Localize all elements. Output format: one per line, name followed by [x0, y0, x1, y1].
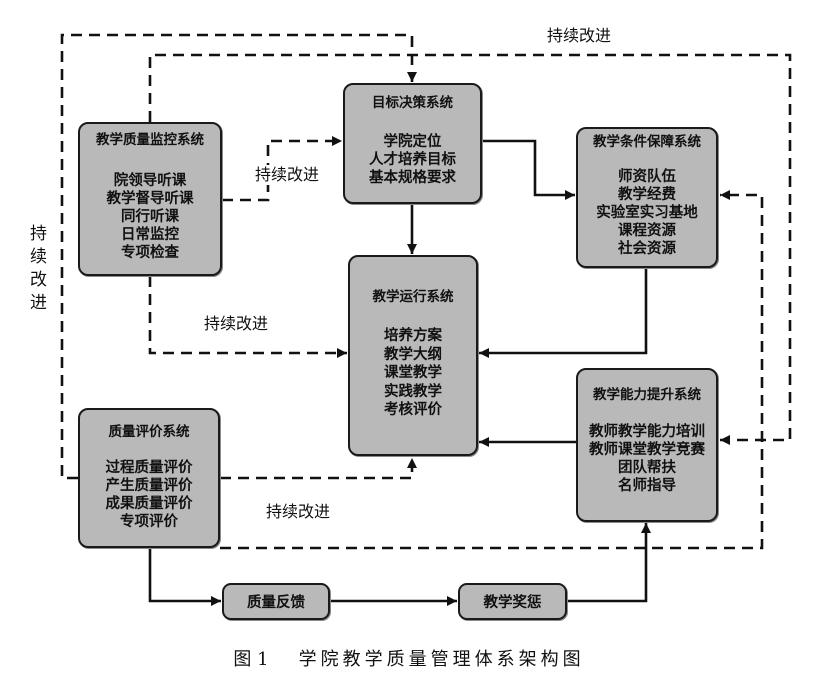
continuous-improvement-label-top: 持续改进 — [546, 26, 612, 45]
quality-evaluation-items: 过程质量评价 产生质量评价 成果质量评价 专项评价 — [80, 459, 218, 531]
evaluation-item: 专项评价 — [120, 514, 178, 530]
operation-item: 实践教学 — [384, 383, 442, 400]
arrow-reward-to-ability — [567, 523, 651, 603]
dashed-arrow-evaluation-to-condition — [220, 190, 764, 550]
quality-feedback-box: 质量反馈 — [222, 583, 330, 620]
quality-monitoring-system-title: 教学质量监控系统 — [96, 132, 204, 148]
quality-monitoring-system-box: 教学质量监控系统 院领导听课 教学督导听课 同行听课 日常监控 专项检查 — [78, 122, 222, 276]
ability-item: 团队帮扶 — [618, 460, 676, 476]
condition-item: 课程资源 — [618, 223, 676, 239]
figure-title: 学院教学质量管理体系架构图 — [298, 649, 585, 670]
goal-item: 学院定位 — [383, 134, 442, 150]
teaching-reward-box: 教学奖惩 — [458, 583, 567, 620]
operation-item: 教学大纲 — [384, 346, 442, 363]
condition-item: 社会资源 — [618, 241, 676, 257]
arrow-condition-to-operation — [479, 268, 648, 358]
dashed-arrow-monitor-to-ability-loop — [148, 53, 792, 445]
monitor-item: 同行听课 — [121, 209, 179, 225]
monitor-item: 专项检查 — [121, 245, 179, 261]
goal-item: 人才培养目标 — [369, 152, 456, 168]
dashed-arrow-evaluation-to-goal-outer-loop — [60, 33, 417, 480]
teaching-ability-items: 教师教学能力培训 教师课堂教学竞赛 团队帮扶 名师指导 — [578, 423, 716, 495]
arrow-goal-to-condition — [482, 139, 575, 200]
dashed-arrow-evaluation-to-operation — [220, 458, 417, 480]
teaching-operation-system-title: 教学运行系统 — [372, 289, 454, 305]
evaluation-item: 产生质量评价 — [105, 478, 193, 494]
quality-evaluation-system-box: 质量评价系统 过程质量评价 产生质量评价 成果质量评价 专项评价 — [78, 408, 220, 548]
ability-item: 教师教学能力培训 — [589, 424, 705, 440]
goal-decision-items: 学院定位 人才培养目标 基本规格要求 — [345, 133, 480, 187]
teaching-operation-items: 培养方案 教学大纲 课堂教学 实践教学 考核评价 — [350, 327, 476, 420]
continuous-improvement-label-monitor-operation: 持续改进 — [203, 314, 269, 333]
teaching-operation-system-box: 教学运行系统 培养方案 教学大纲 课堂教学 实践教学 考核评价 — [348, 255, 478, 456]
condition-item: 师资队伍 — [618, 169, 676, 185]
figure-number: 图 1 — [233, 649, 269, 670]
condition-item: 教学经费 — [618, 187, 676, 203]
continuous-improvement-label-monitor-goal: 持续改进 — [252, 165, 322, 185]
operation-item: 培养方案 — [384, 328, 442, 344]
goal-decision-system-title: 目标决策系统 — [372, 95, 453, 111]
figure-caption: 图 1 学院教学质量管理体系架构图 — [0, 648, 818, 672]
dashed-arrow-monitor-to-operation — [148, 276, 347, 358]
evaluation-item: 成果质量评价 — [105, 496, 193, 512]
teaching-condition-system-title: 教学条件保障系统 — [593, 134, 701, 150]
condition-item: 实验室实习基地 — [596, 205, 698, 221]
continuous-improvement-label-evaluation-operation: 持续改进 — [265, 502, 331, 521]
goal-decision-system-box: 目标决策系统 学院定位 人才培养目标 基本规格要求 — [343, 83, 482, 204]
monitor-item: 日常监控 — [121, 227, 179, 243]
teaching-ability-system-title: 教学能力提升系统 — [593, 387, 701, 403]
monitor-item: 院领导听课 — [113, 173, 187, 189]
ability-item: 教师课堂教学竞赛 — [589, 442, 705, 458]
quality-evaluation-system-title: 质量评价系统 — [108, 424, 190, 440]
teaching-condition-system-box: 教学条件保障系统 师资队伍 教学经费 实验室实习基地 课程资源 社会资源 — [576, 127, 718, 268]
ability-item: 名师指导 — [618, 478, 676, 494]
evaluation-item: 过程质量评价 — [105, 460, 193, 476]
teaching-condition-items: 师资队伍 教学经费 实验室实习基地 课程资源 社会资源 — [578, 168, 716, 258]
quality-monitoring-items: 院领导听课 教学督导听课 同行听课 日常监控 专项检查 — [80, 172, 220, 262]
continuous-improvement-label-vertical: 持续改进 — [26, 224, 46, 316]
operation-item: 考核评价 — [384, 402, 442, 418]
goal-item: 基本规格要求 — [369, 170, 456, 186]
teaching-ability-system-box: 教学能力提升系统 教师教学能力培训 教师课堂教学竞赛 团队帮扶 名师指导 — [576, 368, 718, 522]
monitor-item: 教学督导听课 — [106, 191, 194, 207]
arrow-evaluation-to-feedback — [148, 548, 221, 606]
operation-item: 课堂教学 — [384, 365, 442, 381]
